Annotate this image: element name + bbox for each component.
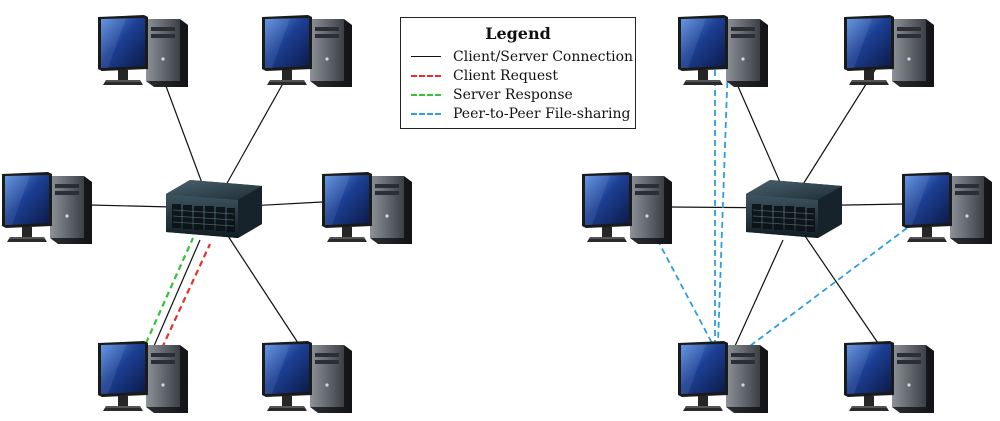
peer-computer-mid-left (582, 172, 672, 244)
legend-swatch-request (411, 74, 441, 77)
legend-label: Server Response (453, 86, 573, 103)
peer-to-peer-network (582, 15, 992, 413)
connection-lines (669, 61, 903, 347)
connection-line (227, 235, 301, 347)
legend-swatch-p2p (411, 112, 441, 115)
legend-label: Client Request (453, 67, 558, 84)
connection-line (734, 239, 784, 347)
client-computer-bottom-left (98, 341, 188, 413)
connection-line (789, 61, 881, 206)
peer-computer-top-right (844, 15, 934, 87)
client-request-line (161, 243, 211, 349)
legend-label: Peer-to-Peer File-sharing (453, 105, 631, 122)
client-computer-mid-left (2, 172, 92, 244)
peer-network-server (745, 179, 843, 239)
legend-item-p2p: Peer-to-Peer File-sharing (401, 104, 635, 123)
connection-line (153, 239, 201, 347)
legend-title: Legend (485, 24, 551, 43)
peer-computer-bottom-left (678, 341, 768, 413)
legend: Legend Client/Server Connection Client R… (400, 17, 636, 129)
peer-computer-bottom-right (844, 341, 934, 413)
server-response-line (144, 237, 195, 344)
legend-item-request: Client Request (401, 66, 635, 85)
client-computer-mid-right (322, 172, 412, 244)
peer-computer-top-left (678, 15, 768, 87)
client-computer-top-left (98, 15, 188, 87)
client-server-network (2, 15, 412, 413)
client-computer-top-right (262, 15, 352, 87)
connection-line (804, 235, 881, 347)
legend-swatch-response (411, 93, 441, 96)
legend-item-connection: Client/Server Connection (401, 47, 635, 66)
legend-item-response: Server Response (401, 85, 635, 104)
legend-swatch-connection (411, 56, 441, 57)
peer-computer-mid-right (902, 172, 992, 244)
client-computer-bottom-right (262, 341, 352, 413)
p2p-line (717, 61, 729, 344)
legend-label: Client/Server Connection (453, 48, 634, 65)
central-server (165, 179, 263, 239)
p2p-line (749, 221, 916, 347)
